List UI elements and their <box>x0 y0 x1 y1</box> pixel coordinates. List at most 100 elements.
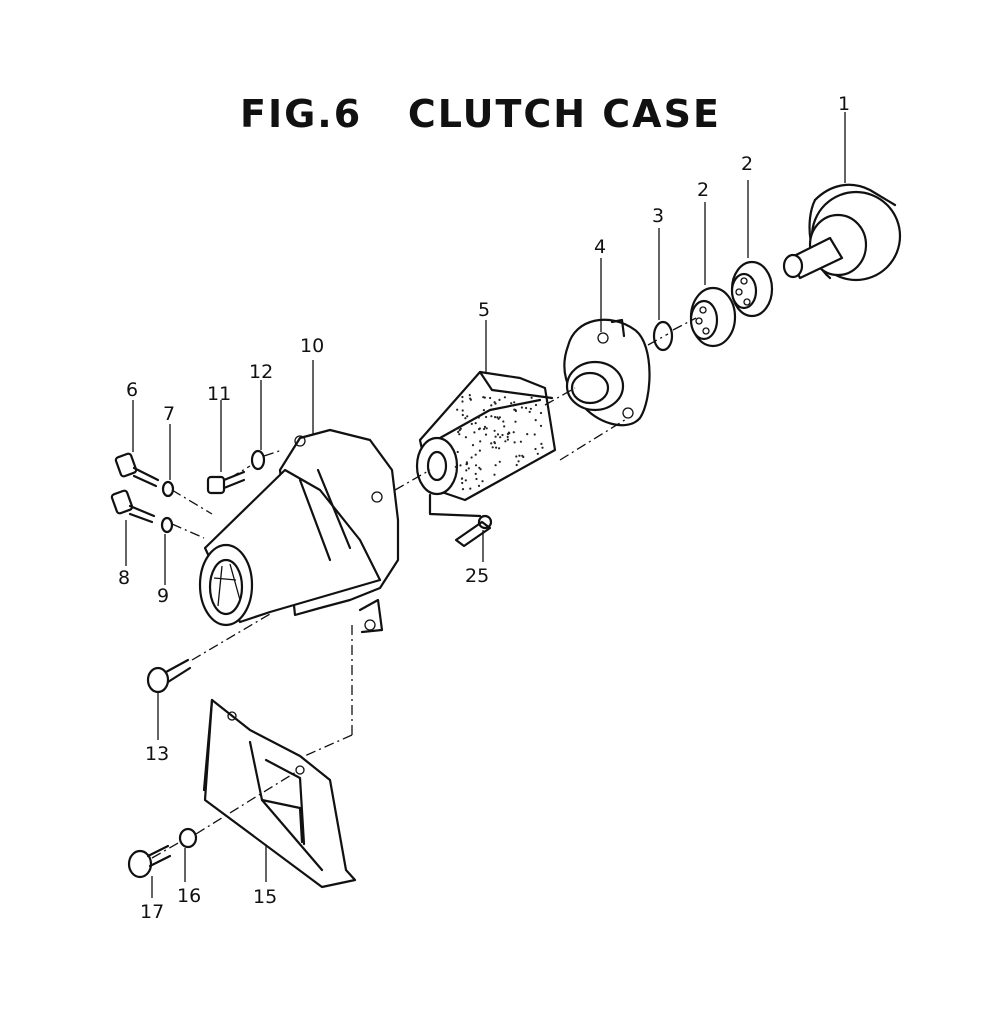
friction-dots <box>454 394 544 491</box>
texture-dot <box>477 484 481 487</box>
texture-dot <box>465 461 468 464</box>
texture-dot <box>454 465 457 468</box>
texture-dot <box>465 469 468 472</box>
texture-dot <box>528 410 531 413</box>
texture-dot <box>485 415 488 419</box>
texture-dot <box>469 487 472 490</box>
texture-dot <box>498 460 501 463</box>
texture-dot <box>536 452 539 455</box>
part-washer-12 <box>250 380 266 471</box>
texture-dot <box>513 441 516 444</box>
texture-dot <box>484 433 488 436</box>
callout-16: 16 <box>177 885 201 907</box>
texture-dot <box>504 440 507 443</box>
texture-dot <box>534 447 537 451</box>
texture-dot <box>461 409 464 412</box>
texture-dot <box>515 463 518 467</box>
texture-dot <box>485 427 488 430</box>
callout-17: 17 <box>140 901 164 923</box>
texture-dot <box>490 404 493 407</box>
part-bearing-inner <box>689 202 737 348</box>
texture-dot <box>507 431 510 434</box>
texture-dot <box>503 425 506 428</box>
part-key-pin <box>428 493 493 562</box>
texture-dot <box>464 479 467 482</box>
texture-dot <box>470 456 473 459</box>
assembly-lines <box>151 317 697 859</box>
texture-dot <box>464 436 467 439</box>
callout-11: 11 <box>207 383 231 405</box>
texture-dot <box>482 409 485 412</box>
texture-dot <box>469 397 472 400</box>
texture-dot <box>478 449 481 452</box>
callout-6: 6 <box>126 379 138 401</box>
texture-dot <box>495 446 498 449</box>
texture-dot <box>493 473 496 476</box>
part-bolt-17 <box>127 844 172 898</box>
texture-dot <box>539 411 543 415</box>
texture-dot <box>471 444 475 447</box>
texture-dot <box>467 467 470 470</box>
texture-dot <box>491 446 494 449</box>
texture-dot <box>519 440 523 443</box>
texture-dot <box>494 435 497 438</box>
texture-dot <box>493 441 496 444</box>
texture-dot <box>456 450 459 454</box>
texture-dot <box>517 460 520 463</box>
texture-dot <box>514 409 518 413</box>
figure-title: FIG.6 CLUTCH CASE <box>240 92 721 136</box>
texture-dot <box>479 440 482 443</box>
texture-dot <box>494 464 497 467</box>
texture-dot <box>530 396 533 399</box>
texture-dot <box>501 433 504 437</box>
callout-9: 9 <box>157 585 169 607</box>
callout-labels: 1 2 2 3 4 5 6 7 8 9 10 11 12 13 15 16 17… <box>118 93 850 923</box>
texture-dot <box>475 477 478 481</box>
texture-dot <box>470 422 473 425</box>
part-bolt-6 <box>114 400 160 488</box>
texture-dot <box>468 394 471 397</box>
texture-dot <box>497 417 500 420</box>
texture-dot <box>520 406 524 409</box>
texture-dot <box>490 415 493 418</box>
texture-dot <box>483 396 486 399</box>
texture-dot <box>539 424 543 427</box>
texture-dot <box>464 417 467 420</box>
callout-25: 25 <box>465 565 489 587</box>
part-bolt-13 <box>146 658 192 740</box>
texture-dot <box>510 402 513 405</box>
texture-dot <box>534 419 537 422</box>
part-clutch-shoe <box>415 320 557 502</box>
texture-dot <box>499 436 502 439</box>
texture-dot <box>493 401 496 404</box>
texture-dot <box>461 400 464 403</box>
texture-dot <box>512 431 515 434</box>
texture-dot <box>477 416 480 419</box>
part-washer-7 <box>161 424 175 498</box>
texture-dot <box>478 466 481 469</box>
texture-dot <box>481 480 484 483</box>
texture-dot <box>526 433 529 436</box>
texture-dot <box>525 406 528 410</box>
texture-dot <box>489 396 492 400</box>
texture-dot <box>473 431 476 434</box>
texture-dot <box>483 427 486 431</box>
texture-dot <box>458 433 461 436</box>
texture-dot <box>458 429 461 432</box>
part-bearing-outer <box>730 180 774 318</box>
texture-dot <box>456 408 459 411</box>
texture-dot <box>478 427 481 430</box>
texture-dot <box>461 413 464 417</box>
texture-dot <box>461 395 464 399</box>
texture-dot <box>496 433 500 436</box>
texture-dot <box>494 416 497 419</box>
callout-15: 15 <box>253 886 277 908</box>
texture-dot <box>506 435 509 438</box>
part-washer-16 <box>178 827 198 882</box>
callout-1: 1 <box>838 93 850 115</box>
callout-12: 12 <box>249 361 273 383</box>
texture-dot <box>541 446 544 449</box>
callout-2a: 2 <box>741 153 753 175</box>
texture-dot <box>498 416 501 419</box>
